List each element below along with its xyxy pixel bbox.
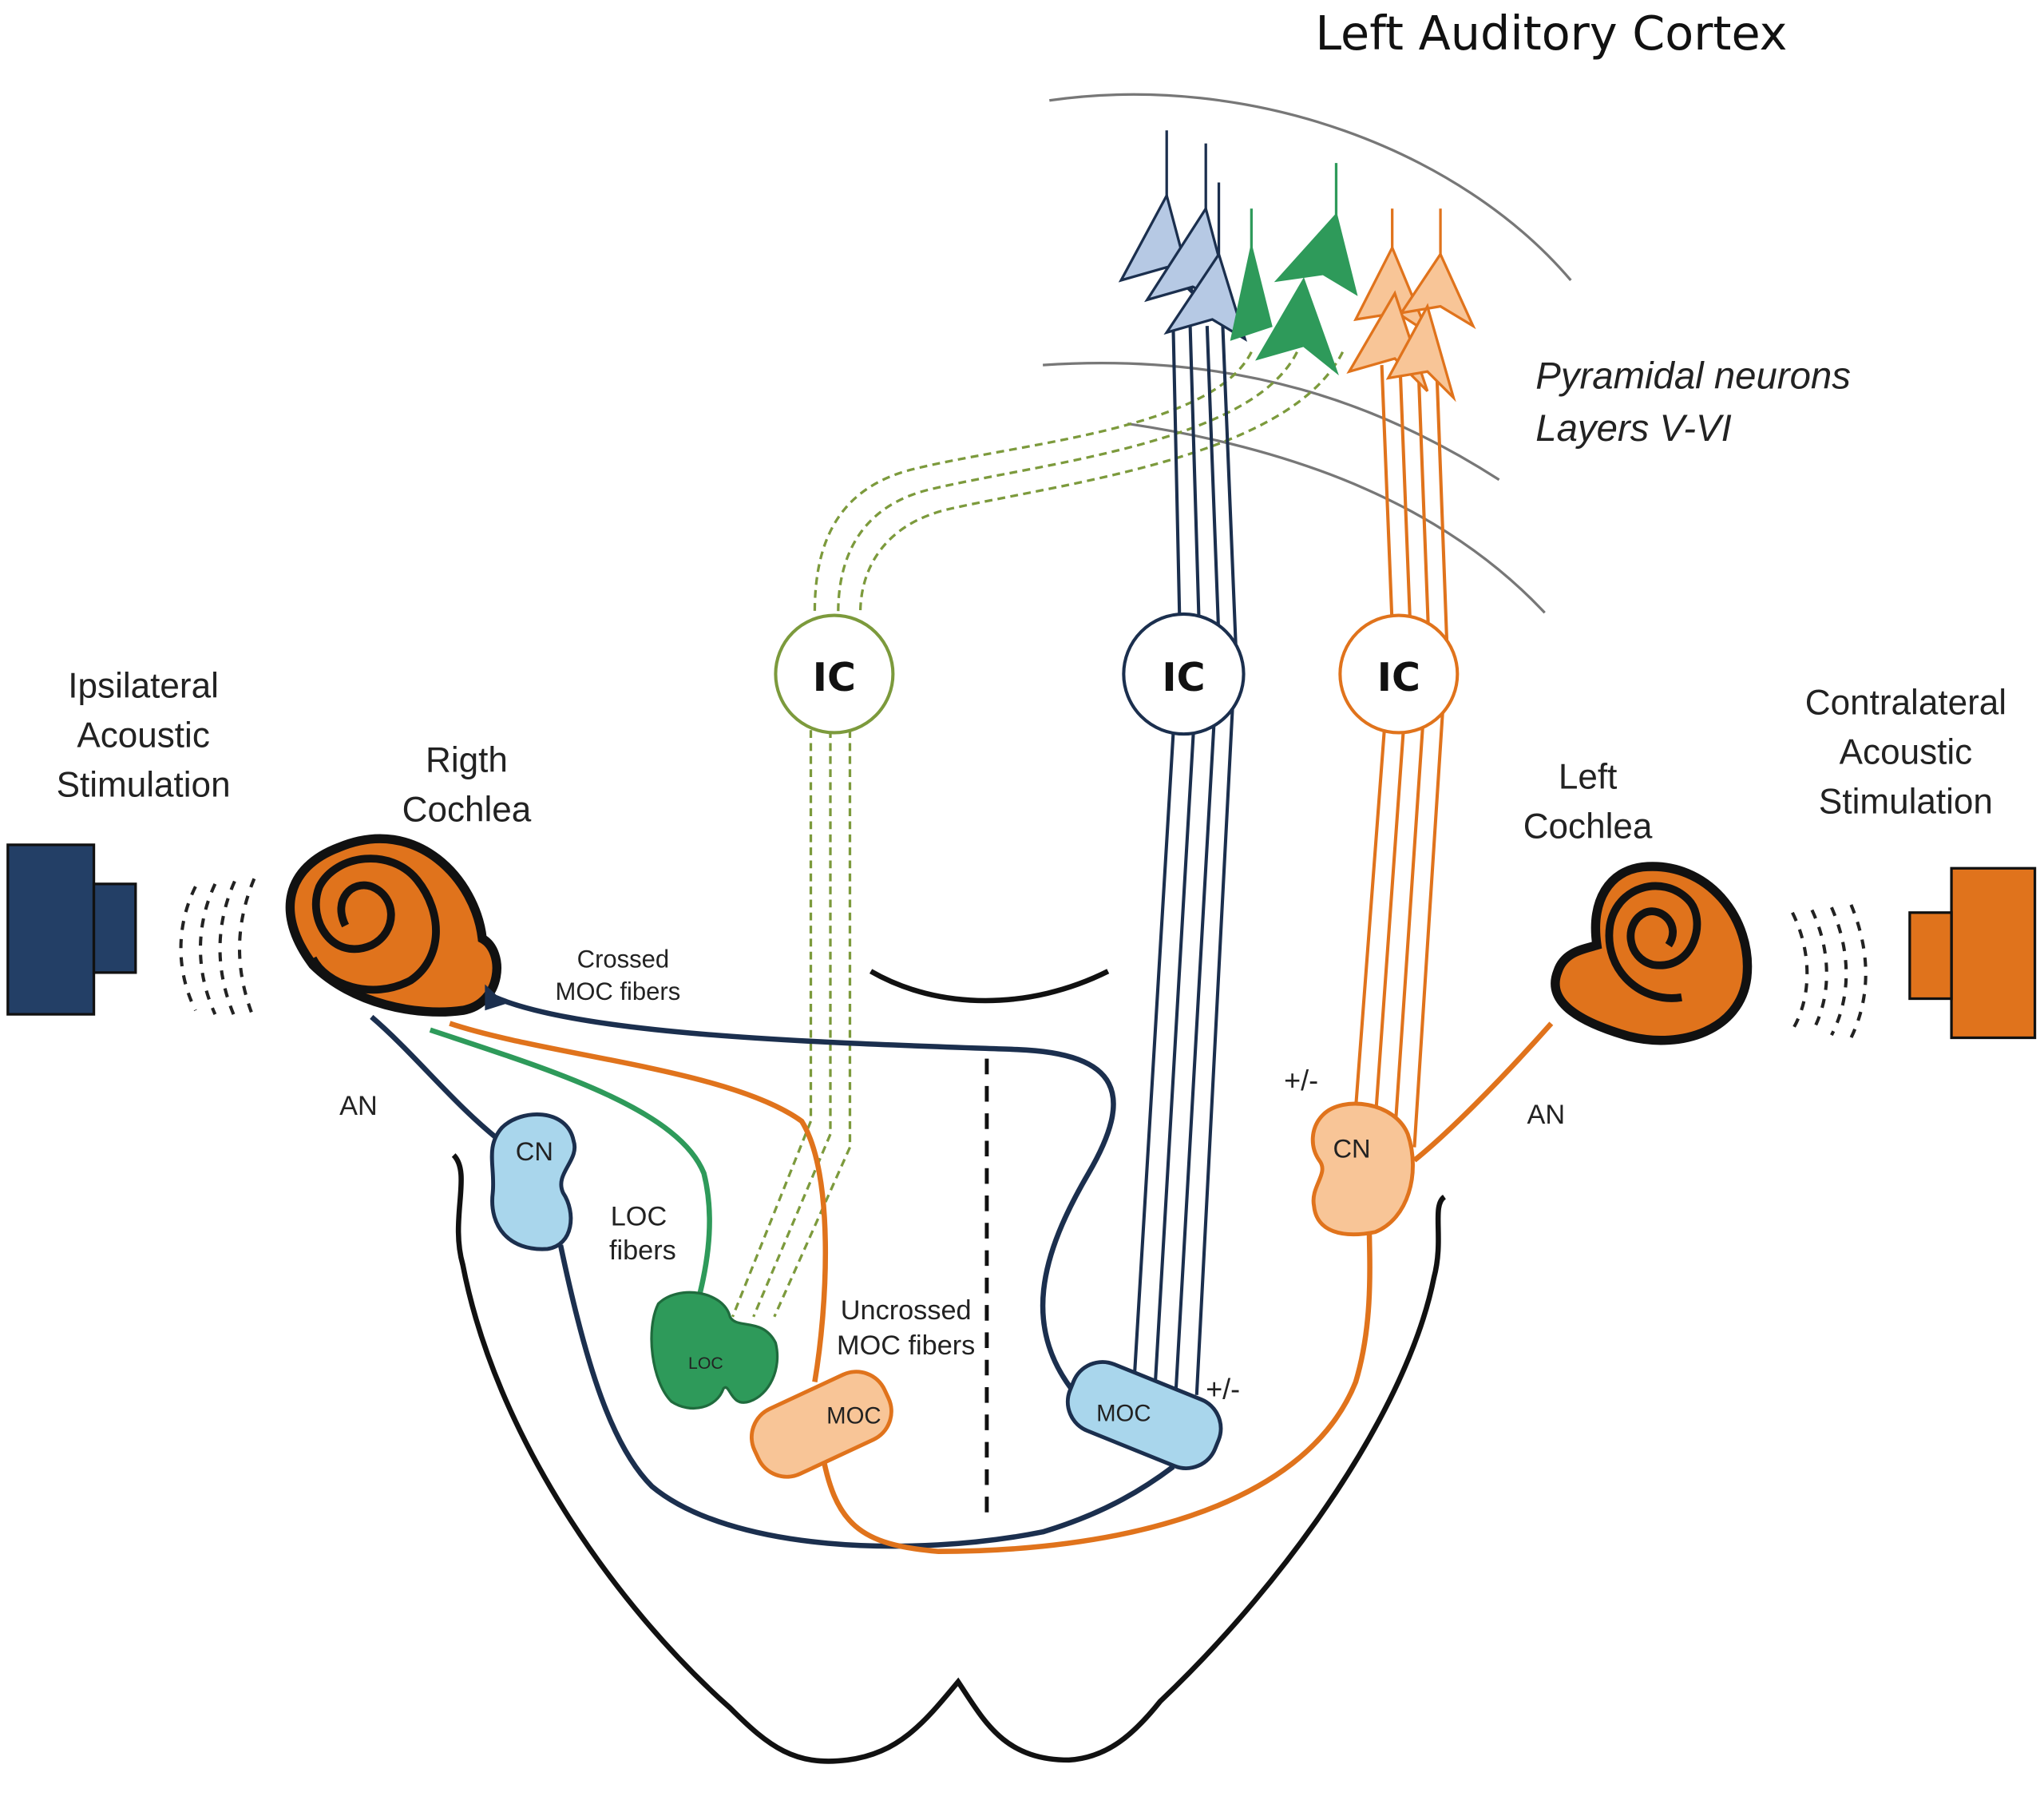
pyramidal-neuron bbox=[1385, 303, 1456, 402]
cochlea-efferent-junction bbox=[485, 984, 506, 1011]
cortex-arc-inner bbox=[1127, 422, 1546, 614]
cn-right-nucleus: CN bbox=[489, 1112, 577, 1251]
green-dashed-ic-to-loc-fibers bbox=[731, 730, 852, 1318]
pyramidal-neurons-green bbox=[1230, 163, 1358, 376]
ipsilateral-label-line1: Ipsilateral bbox=[68, 666, 219, 705]
pyramidal-neuron bbox=[1398, 251, 1476, 330]
svg-text:LOC: LOC bbox=[688, 1354, 723, 1373]
pyramidal-neurons-label: Pyramidal neurons bbox=[1535, 355, 1851, 397]
left-cochlea-label-line1: Left bbox=[1559, 758, 1618, 797]
an-right-navy-path bbox=[370, 1014, 1175, 1549]
crossed-moc-fibers-path bbox=[494, 994, 1116, 1404]
fourth-ventricle-outline bbox=[869, 969, 1110, 1004]
svg-text:MOC: MOC bbox=[826, 1403, 881, 1429]
pyramidal-neuron bbox=[1163, 251, 1247, 343]
loc-fibers-label-line1: LOC bbox=[611, 1202, 667, 1232]
an-right-label: AN bbox=[1527, 1100, 1566, 1130]
pyramidal-neurons-orange bbox=[1346, 208, 1476, 402]
an-left-label: AN bbox=[339, 1091, 378, 1121]
svg-text:CN: CN bbox=[1333, 1134, 1370, 1164]
ic-green: IC bbox=[774, 613, 895, 735]
layers-label: Layers V-VI bbox=[1535, 407, 1732, 450]
contralateral-label-line3: Stimulation bbox=[1819, 783, 1993, 822]
svg-text:MOC: MOC bbox=[1096, 1400, 1151, 1426]
right-cochlea-label-line2: Cochlea bbox=[402, 790, 532, 829]
uncrossed-moc-label-line1: Uncrossed bbox=[841, 1295, 972, 1326]
cortex-arc-middle bbox=[1043, 362, 1500, 482]
crossed-moc-label-line1: Crossed bbox=[577, 945, 669, 973]
plus-minus-moc: +/- bbox=[1206, 1373, 1240, 1406]
svg-text:IC: IC bbox=[813, 655, 856, 700]
pyramidal-neuron bbox=[1230, 247, 1273, 341]
plus-minus-cn: +/- bbox=[1284, 1064, 1318, 1096]
svg-text:IC: IC bbox=[1162, 655, 1205, 700]
moc-right-nucleus: MOC bbox=[1065, 1360, 1223, 1470]
cortex-layer-arcs bbox=[1043, 93, 1572, 614]
contralateral-speaker-front bbox=[1908, 911, 1953, 1001]
right-cochlea-label-line1: Rigth bbox=[426, 740, 508, 779]
brainstem-outline bbox=[451, 1153, 1447, 1764]
crossed-moc-label-line2: MOC fibers bbox=[555, 977, 680, 1005]
sound-waves-right-icon bbox=[1791, 904, 1868, 1039]
sound-waves-left-icon bbox=[179, 878, 256, 1021]
contralateral-speaker-icon bbox=[1950, 866, 2037, 1040]
loc-fibers-label-line2: fibers bbox=[609, 1235, 676, 1266]
cortex-arc-outer bbox=[1049, 93, 1572, 282]
ipsilateral-label-line3: Stimulation bbox=[57, 765, 231, 804]
ic-orange: IC bbox=[1338, 613, 1460, 735]
an-left-orange-path bbox=[1412, 1021, 1554, 1163]
pyramidal-neuron bbox=[1274, 212, 1358, 296]
loc-nucleus: LOC bbox=[650, 1291, 779, 1410]
ic-navy: IC bbox=[1122, 612, 1246, 736]
right-cochlea bbox=[285, 834, 506, 1017]
title-left-auditory-cortex: Left Auditory Cortex bbox=[1315, 6, 1787, 61]
left-cochlea bbox=[1551, 862, 1753, 1045]
cn-left-nucleus: CN bbox=[1310, 1101, 1415, 1237]
uncrossed-moc-fibers-path bbox=[449, 1021, 1373, 1554]
green-dashed-corticofugal-fibers bbox=[813, 351, 1345, 613]
ipsilateral-label-line2: Acoustic bbox=[77, 716, 210, 755]
pyramidal-neurons-blue bbox=[1118, 130, 1247, 343]
loc-fibers-path bbox=[429, 1027, 712, 1305]
pyramidal-neuron bbox=[1255, 277, 1339, 376]
orange-corticofugal-fibers bbox=[1353, 365, 1449, 1148]
uncrossed-moc-label-line2: MOC fibers bbox=[837, 1330, 975, 1361]
navy-corticofugal-fibers bbox=[1132, 326, 1238, 1395]
contralateral-label-line1: Contralateral bbox=[1805, 684, 2006, 723]
contralateral-label-line2: Acoustic bbox=[1840, 733, 1973, 772]
moc-left-nucleus: MOC bbox=[749, 1370, 893, 1479]
left-cochlea-label-line2: Cochlea bbox=[1523, 807, 1653, 847]
svg-text:IC: IC bbox=[1377, 655, 1420, 700]
svg-text:CN: CN bbox=[516, 1136, 553, 1166]
ipsilateral-speaker-icon bbox=[6, 843, 137, 1016]
